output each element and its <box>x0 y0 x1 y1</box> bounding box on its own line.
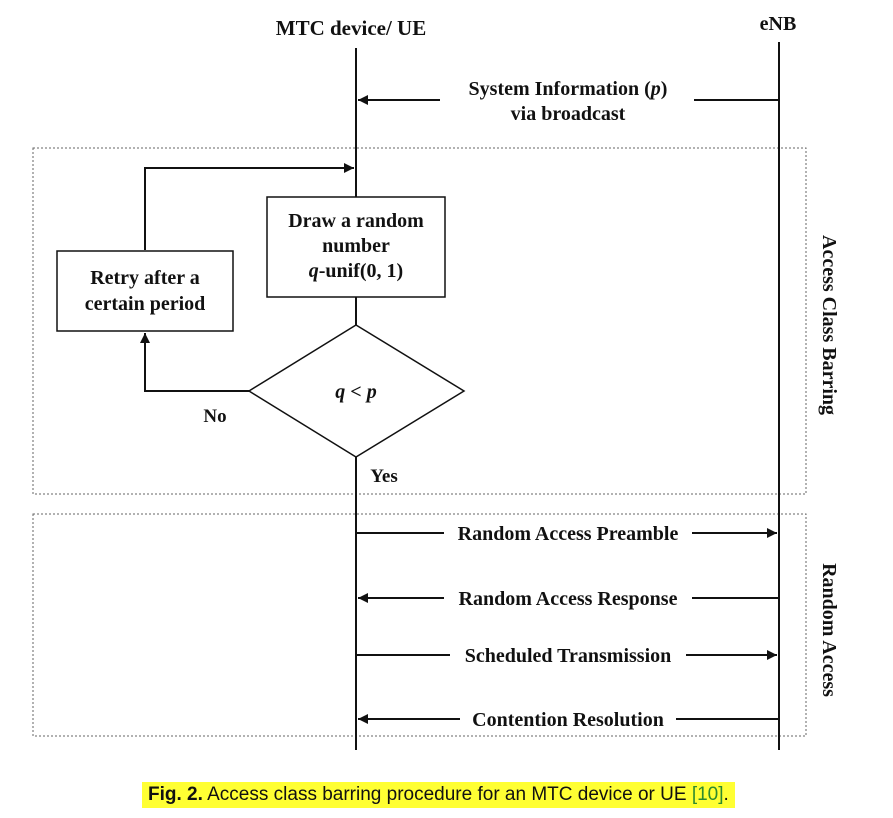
no-label: No <box>203 406 226 427</box>
draw-box-line3: q-unif(0, 1) <box>309 260 403 282</box>
message-label-contention-resolution: Contention Resolution <box>472 709 664 731</box>
message-label-random-access-preamble: Random Access Preamble <box>458 523 679 545</box>
message-label-scheduled-transmission: Scheduled Transmission <box>465 645 672 667</box>
loop-back-arrow <box>144 163 354 250</box>
caption-text: Access class barring procedure for an MT… <box>202 784 692 805</box>
caption-end: . <box>723 784 729 805</box>
retry-box-line2: certain period <box>85 293 206 315</box>
draw-box-line2: number <box>322 235 390 257</box>
yes-label: Yes <box>370 466 397 487</box>
acb-section-label: Access Class Barring <box>818 235 840 415</box>
retry-box-line1: Retry after a <box>90 267 200 289</box>
caption-fig-number: Fig. 2. <box>148 784 203 805</box>
enb-lifeline-label: eNB <box>760 13 797 35</box>
ra-section-box <box>32 513 807 737</box>
caption-reference-link[interactable]: [10] <box>691 784 724 805</box>
decision-label: q < p <box>335 381 376 403</box>
decision-diamond <box>247 324 466 458</box>
no-branch-arrow <box>140 333 249 392</box>
draw-random-number-box <box>266 196 446 298</box>
message-label-random-access-response: Random Access Response <box>459 588 678 610</box>
retry-box <box>56 250 234 332</box>
draw-box-line1: Draw a random <box>288 210 424 232</box>
figure-caption: Fig. 2. Access class barring procedure f… <box>142 782 735 808</box>
acb-section-box <box>32 147 807 495</box>
ue-lifeline-label: MTC device/ UE <box>276 16 426 40</box>
broadcast-label-line1: System Information (p) <box>469 78 668 100</box>
ra-section-label: Random Access <box>818 563 840 697</box>
broadcast-label-line2: via broadcast <box>511 103 626 125</box>
